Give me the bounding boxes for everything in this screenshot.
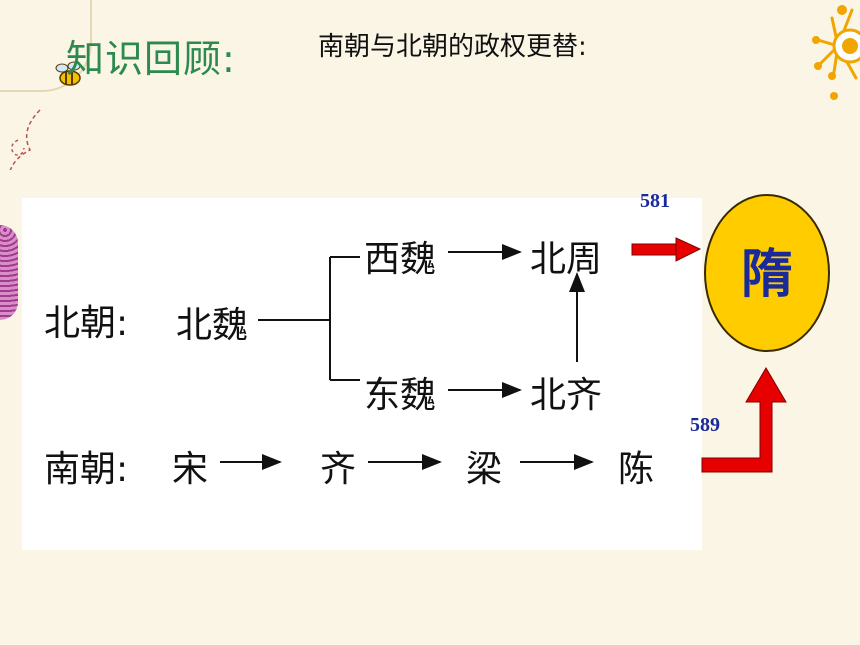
page-title: 知识回顾:: [66, 37, 236, 81]
north-wei-node: 北魏: [176, 305, 249, 346]
sun-icon: [812, 5, 860, 100]
red-arrow-north: [631, 237, 702, 262]
year-581-label: 581: [640, 190, 670, 212]
song-node: 宋: [172, 449, 209, 490]
page-subtitle: 南朝与北朝的政权更替:: [318, 32, 587, 62]
chen-node: 陈: [618, 449, 655, 490]
qi-node: 齐: [320, 449, 357, 490]
north-zhou-node: 北周: [530, 239, 603, 280]
year-589-label: 589: [690, 414, 720, 436]
corner-frame-decoration: [0, 0, 92, 92]
sui-dynasty-circle: [704, 194, 830, 352]
north-dynasty-label: 北朝:: [44, 303, 129, 344]
east-wei-node: 东魏: [364, 375, 437, 416]
north-qi-node: 北齐: [530, 375, 603, 416]
south-dynasty-label: 南朝:: [44, 449, 129, 490]
red-arrow-south: [701, 367, 787, 473]
bee-icon: [9, 61, 81, 170]
liang-node: 梁: [466, 449, 503, 490]
west-wei-node: 西魏: [364, 239, 437, 280]
diagram-panel: [22, 198, 702, 550]
dotted-strip-decoration: [0, 225, 18, 320]
sui-dynasty-label: 隋: [740, 245, 793, 305]
